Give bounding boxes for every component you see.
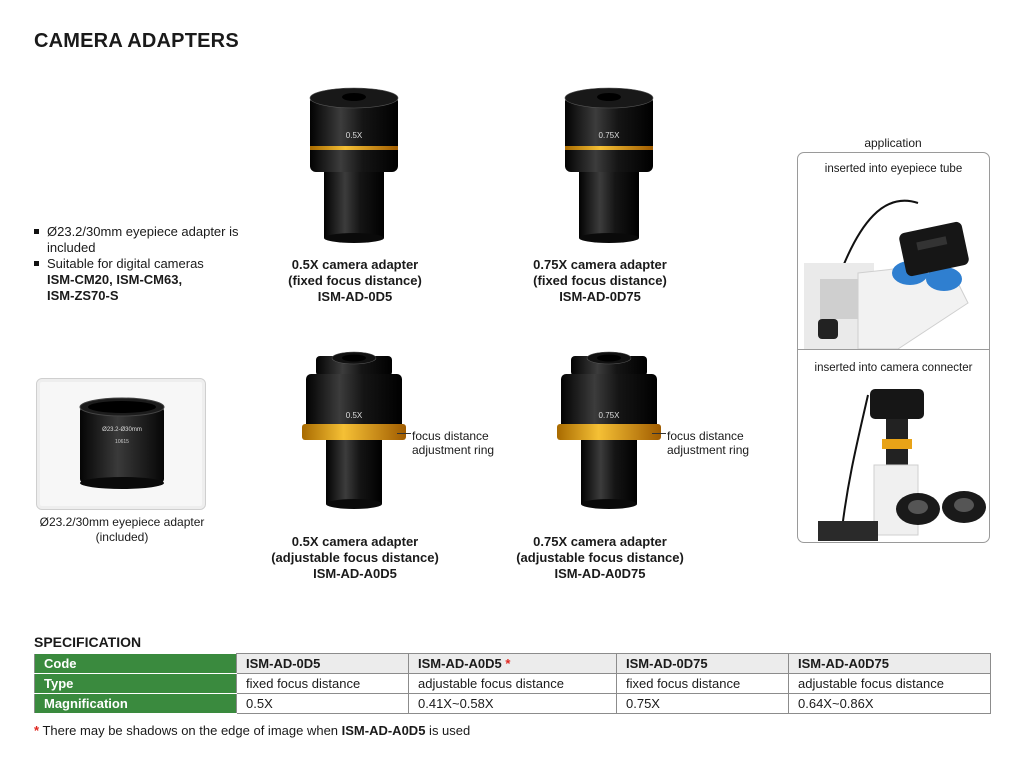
eyepiece-adapter-photo: Ø23.2-Ø30mm 10615 xyxy=(36,378,206,510)
table-cell: 0.64X~0.86X xyxy=(788,693,991,714)
table-cell: fixed focus distance xyxy=(236,673,409,694)
row-header-type: Type xyxy=(34,673,237,694)
eyepiece-adapter-caption: Ø23.2/30mm eyepiece adapter (included) xyxy=(39,515,205,544)
feature-item-compatibility: Suitable for digital cameras ISM-CM20, I… xyxy=(34,256,244,304)
lens-marking: 0.75X xyxy=(599,411,621,420)
compatible-models: ISM-CM20, ISM-CM63, xyxy=(47,272,183,287)
lens-marking: 0.5X xyxy=(346,131,363,140)
microscope-connector-photo-icon xyxy=(818,389,986,541)
ring-callout-0d5: focus distance adjustment ring xyxy=(412,429,495,457)
page-title: CAMERA ADAPTERS xyxy=(34,30,239,52)
table-row-magnification: Magnification 0.5X 0.41X~0.58X 0.75X 0.6… xyxy=(34,693,991,714)
feature-item-eyepiece: Ø23.2/30mm eyepiece adapter is included xyxy=(34,224,244,256)
lens-marking: 0.75X xyxy=(599,131,621,140)
table-cell: 0.41X~0.58X xyxy=(408,693,617,714)
row-header-magnification: Magnification xyxy=(34,693,237,714)
adapter-image-0d5: 0.5X xyxy=(309,87,399,243)
adapter-caption-a0d75: 0.75X camera adapter (adjustable focus d… xyxy=(516,534,684,581)
ring-callout-line xyxy=(397,433,411,434)
asterisk-marker: * xyxy=(505,656,511,671)
ring-callout-line xyxy=(652,433,666,434)
adapter-image-a0d5: 0.5X xyxy=(302,351,406,509)
table-cell: adjustable focus distance xyxy=(788,673,991,694)
row-header-code: Code xyxy=(34,653,237,674)
adapter-caption-0d75: 0.75X camera adapter (fixed focus distan… xyxy=(533,257,667,304)
application-label-connector: inserted into camera connecter xyxy=(814,362,973,374)
feature-list: Ø23.2/30mm eyepiece adapter is included … xyxy=(34,224,244,304)
eyepiece-adapter-icon: Ø23.2-Ø30mm 10615 xyxy=(79,397,165,489)
table-cell: ISM-AD-A0D75 xyxy=(788,653,991,674)
ring-callout-0d75: focus distance adjustment ring xyxy=(667,429,750,457)
application-title: application xyxy=(864,136,922,150)
adapter-caption-0d5: 0.5X camera adapter (fixed focus distanc… xyxy=(288,257,422,304)
table-cell: ISM-AD-0D75 xyxy=(616,653,789,674)
spec-table: Code ISM-AD-0D5 ISM-AD-A0D5 * ISM-AD-0D7… xyxy=(34,653,991,714)
asterisk-marker: * xyxy=(34,723,40,738)
footnote: * There may be shadows on the edge of im… xyxy=(34,723,471,738)
table-cell: fixed focus distance xyxy=(616,673,789,694)
adapter-image-a0d75: 0.75X xyxy=(557,351,661,509)
application-label-eyepiece: inserted into eyepiece tube xyxy=(824,163,963,175)
table-cell: ISM-AD-A0D5 * xyxy=(408,653,617,674)
table-row-code: Code ISM-AD-0D5 ISM-AD-A0D5 * ISM-AD-0D7… xyxy=(34,653,991,674)
microscope-eyepiece-photo-icon xyxy=(804,199,969,350)
spec-title: SPECIFICATION xyxy=(34,634,142,650)
table-cell: adjustable focus distance xyxy=(408,673,617,694)
table-cell: 0.75X xyxy=(616,693,789,714)
lens-marking: 0.5X xyxy=(346,411,363,420)
eyepiece-engraving-serial: 10615 xyxy=(115,439,129,445)
adapter-image-0d75: 0.75X xyxy=(564,87,654,243)
adapter-caption-a0d5: 0.5X camera adapter (adjustable focus di… xyxy=(271,534,439,581)
application-divider xyxy=(798,349,989,350)
table-cell: ISM-AD-0D5 xyxy=(236,653,409,674)
compatible-models-2: ISM-ZS70-S xyxy=(47,288,119,303)
eyepiece-engraving: Ø23.2-Ø30mm xyxy=(102,427,142,433)
application-panel: inserted into eyepiece tube inserted int… xyxy=(797,152,990,543)
table-cell: 0.5X xyxy=(236,693,409,714)
table-row-type: Type fixed focus distance adjustable foc… xyxy=(34,673,991,694)
